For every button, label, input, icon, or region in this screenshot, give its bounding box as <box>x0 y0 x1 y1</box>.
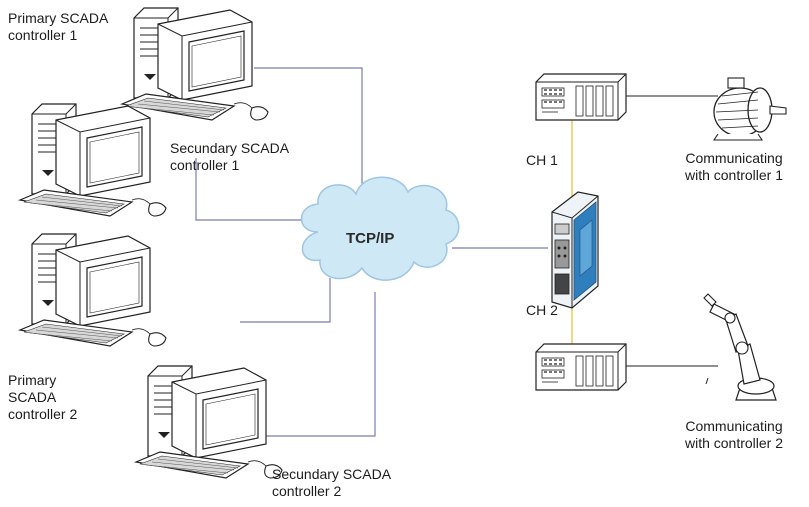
gateway-device <box>551 191 599 309</box>
label-device-controller-1: Communicating with controller 1 <box>684 150 784 183</box>
channel-2-label: CH 2 <box>526 302 558 318</box>
channel-1-label: CH 1 <box>526 152 558 168</box>
tcp-ip-label: TCP/IP <box>346 230 395 247</box>
label-secundary-scada-1: Secundary SCADA controller 1 <box>170 140 290 173</box>
plc-channel-1 <box>535 73 627 121</box>
robot-arm-icon <box>703 293 777 401</box>
label-device-controller-2: Communicating with controller 2 <box>684 418 784 451</box>
motor-icon <box>712 77 787 141</box>
network-lines <box>195 67 718 437</box>
computer-secundary-1 <box>19 103 167 217</box>
label-secundary-scada-2: Secundary SCADA controller 2 <box>272 466 392 499</box>
computer-primary-2 <box>19 233 167 347</box>
label-primary-scada-1: Primary SCADA controller 1 <box>8 10 109 43</box>
computer-secundary-2 <box>135 365 283 479</box>
computer-primary-1 <box>121 7 269 121</box>
tcp-ip-cloud <box>300 176 460 281</box>
plc-channel-2 <box>535 343 627 391</box>
label-primary-scada-2: Primary SCADA controller 2 <box>8 372 78 422</box>
